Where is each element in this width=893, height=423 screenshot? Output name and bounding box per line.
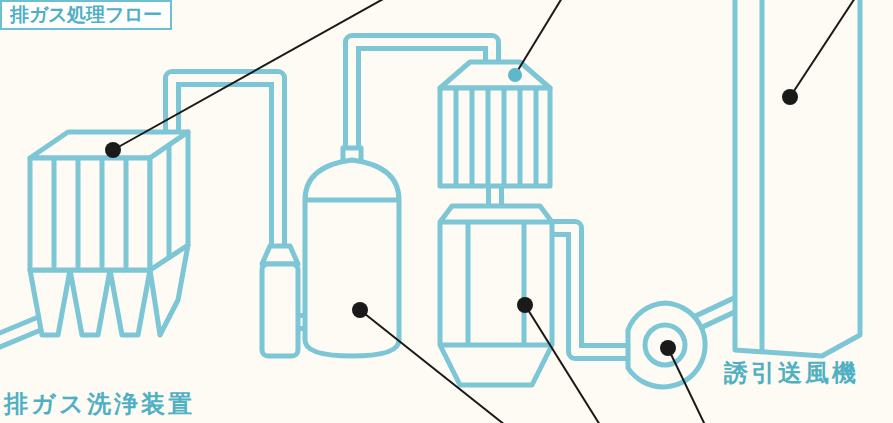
fan — [628, 303, 705, 387]
fins — [456, 88, 536, 186]
callout-dot — [105, 142, 121, 158]
stack-edge — [760, 0, 765, 352]
callout-dots — [105, 68, 798, 356]
label-slot: 排ガス洗浄装置 — [4, 391, 195, 419]
title-slot: 排ガス処理フロー — [0, 0, 172, 30]
equipment — [30, 0, 860, 387]
label-slot: 誘引送風機 — [724, 360, 859, 388]
duct — [548, 228, 628, 352]
leader-line — [790, 0, 855, 97]
callout-dot — [782, 89, 798, 105]
bag-filter — [30, 132, 188, 335]
duct-inner — [548, 228, 628, 352]
vessel — [305, 160, 399, 356]
cone-top — [262, 246, 298, 264]
cylinder — [262, 264, 298, 356]
seam — [305, 198, 399, 203]
leader-line — [525, 305, 600, 423]
fan-hub — [645, 325, 685, 365]
gas-washer — [305, 148, 399, 356]
unit-lines — [440, 222, 552, 345]
roof — [440, 62, 550, 88]
hopper — [30, 270, 70, 335]
cooling-tower — [262, 246, 298, 356]
leader-line — [360, 310, 505, 423]
callout-dot — [508, 68, 522, 82]
unit-body — [440, 206, 552, 385]
stack — [735, 0, 860, 356]
hopper — [70, 270, 110, 335]
leader-line — [515, 0, 562, 75]
equipment-label: 排ガス洗浄装置 — [4, 391, 195, 419]
filter-front — [30, 158, 150, 270]
callout-dot — [660, 340, 676, 356]
unit-box — [440, 88, 550, 186]
upper-unit — [440, 62, 550, 186]
hopper — [110, 270, 150, 335]
callout-dot — [352, 302, 368, 318]
diagram-title: 排ガス処理フロー — [0, 0, 172, 30]
leader-line — [668, 348, 705, 423]
fan-housing — [628, 303, 705, 387]
stack-body — [735, 0, 860, 356]
equipment-label: 誘引送風機 — [724, 360, 859, 388]
callout-dot — [517, 297, 533, 313]
lower-unit — [440, 206, 552, 385]
filter-ribs — [54, 145, 169, 270]
